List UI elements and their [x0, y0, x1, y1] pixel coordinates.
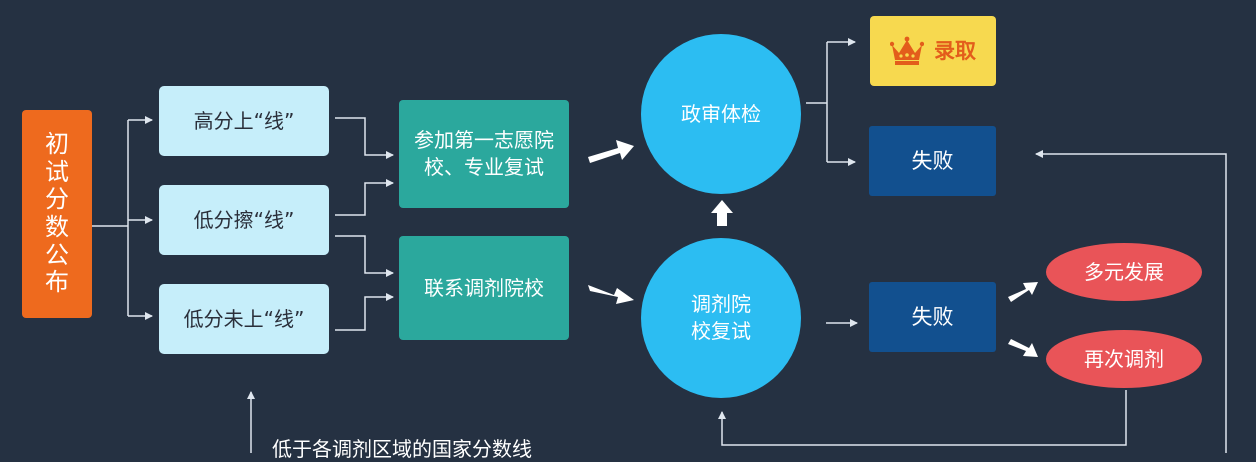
connector-high-first — [335, 117, 394, 159]
node-transfer-again: 再次调剂 — [1046, 330, 1202, 388]
connector-low-transfer — [335, 293, 394, 331]
connector-near-first — [335, 179, 394, 216]
node-score-high: 高分上“线” — [159, 86, 329, 156]
crown-icon — [890, 36, 924, 65]
political-check-label: 政审体检 — [681, 101, 761, 126]
score-near-label: 低分擦“线” — [193, 207, 295, 232]
first-choice-label: 参加第一志愿院校、专业复试 — [414, 128, 554, 179]
start-scores-published: 初试分数公布 — [22, 110, 92, 318]
block-arrow-transfer-to-retest — [588, 285, 634, 304]
score-low-label: 低分未上“线” — [183, 306, 305, 331]
node-diverse-development: 多元发展 — [1046, 243, 1202, 301]
loop-transfer-again — [718, 390, 1127, 446]
block-arrow-first-to-check — [588, 140, 634, 163]
node-admitted: 录取 — [870, 16, 996, 86]
diverse-dev-label: 多元发展 — [1084, 259, 1164, 284]
fail-top-label: 失败 — [911, 148, 954, 173]
node-transfer-retest: 调剂院校复试 — [641, 238, 801, 398]
node-score-low: 低分未上“线” — [159, 284, 329, 354]
node-contact-transfer: 联系调剂院校 — [399, 236, 569, 340]
node-fail-bottom: 失败 — [869, 282, 996, 352]
node-political-check: 政审体检 — [641, 34, 801, 194]
admitted-label: 录取 — [934, 38, 976, 63]
node-fail-top: 失败 — [869, 126, 996, 196]
node-score-near: 低分擦“线” — [159, 185, 329, 255]
loop-to-fail-top — [1035, 150, 1227, 453]
start-label: 初试分数公布 — [45, 130, 69, 297]
score-high-label: 高分上“线” — [193, 108, 295, 133]
bottom-note: 低于各调剂区域的国家分数线 — [272, 437, 532, 461]
fail-bottom-label: 失败 — [911, 304, 954, 329]
block-arrow-to-again — [1008, 339, 1038, 357]
contact-transfer-label: 联系调剂院校 — [424, 275, 544, 300]
node-first-choice-retest: 参加第一志愿院校、专业复试 — [399, 100, 569, 208]
connector-near-transfer — [335, 235, 394, 277]
block-arrow-to-diverse — [1008, 282, 1038, 302]
transfer-again-label: 再次调剂 — [1084, 346, 1164, 371]
transfer-retest-label: 调剂院校复试 — [691, 292, 751, 343]
block-arrow-retest-to-check — [711, 200, 733, 226]
